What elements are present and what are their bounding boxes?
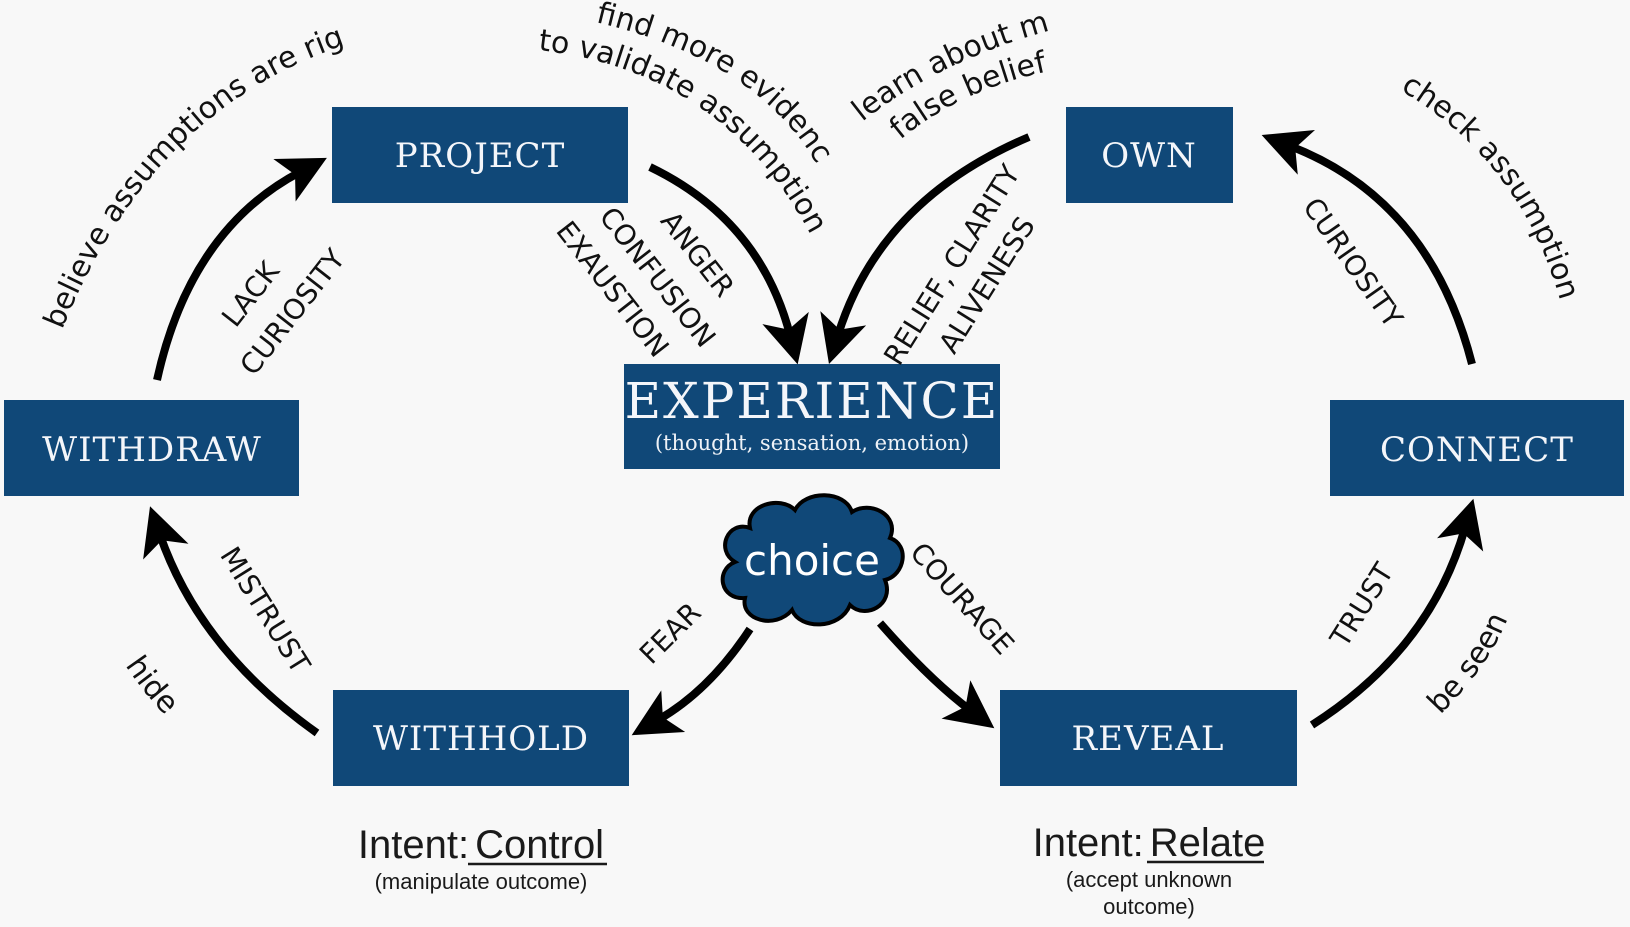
node-reveal: REVEAL bbox=[1000, 690, 1297, 786]
arrow-withdraw-to-project bbox=[153, 157, 327, 381]
node-withhold-label: WITHHOLD bbox=[373, 719, 589, 759]
intent-relate-prefix: Intent: bbox=[1033, 821, 1144, 865]
choice-cloud: choice bbox=[720, 493, 905, 627]
node-connect-label: CONNECT bbox=[1380, 430, 1574, 470]
node-experience-subtitle: (thought, sensation, emotion) bbox=[655, 431, 969, 455]
label-fear: FEAR bbox=[633, 596, 708, 671]
choice-label: choice bbox=[744, 536, 880, 585]
node-experience-label: EXPERIENCE bbox=[625, 372, 1000, 430]
arrow-own-to-experience bbox=[820, 133, 1031, 365]
node-own: OWN bbox=[1066, 107, 1233, 203]
label-trust: TRUST bbox=[1323, 556, 1401, 653]
arrow-choice-to-withhold bbox=[631, 626, 754, 736]
intent-relate-subtitle-1: (accept unknown bbox=[1066, 867, 1232, 892]
intent-control-word: Control bbox=[475, 823, 604, 867]
annotation-hide: hide bbox=[118, 650, 185, 721]
intent-control-subtitle: (manipulate outcome) bbox=[375, 869, 588, 894]
node-withhold: WITHHOLD bbox=[333, 690, 629, 786]
intent-relate-subtitle-2: outcome) bbox=[1103, 894, 1195, 919]
annotation-be-seen-text: be seen bbox=[1421, 607, 1516, 720]
annotation-be-seen: be seen bbox=[1421, 607, 1516, 720]
intent-control: Intent:Control (manipulate outcome) bbox=[358, 823, 607, 894]
node-connect: CONNECT bbox=[1330, 400, 1624, 496]
intent-relate-heading: Intent:Relate bbox=[1033, 821, 1266, 865]
annotation-hide-text: hide bbox=[118, 650, 185, 721]
arrow-connect-to-own bbox=[1261, 129, 1476, 365]
node-reveal-label: REVEAL bbox=[1072, 719, 1225, 759]
node-withdraw: WITHDRAW bbox=[4, 400, 299, 496]
intent-relate: Intent:Relate (accept unknown outcome) bbox=[1033, 821, 1266, 919]
cloud-shape bbox=[720, 493, 905, 627]
arrow-choice-to-reveal bbox=[876, 620, 995, 729]
node-project-label: PROJECT bbox=[395, 136, 566, 176]
arrow-project-to-experience bbox=[648, 163, 809, 365]
node-withdraw-label: WITHDRAW bbox=[42, 430, 262, 470]
arrow-withhold-to-withdraw bbox=[143, 506, 320, 737]
arrow-reveal-to-connect bbox=[1309, 498, 1484, 729]
node-project: PROJECT bbox=[332, 107, 628, 203]
intent-control-prefix: Intent: bbox=[358, 823, 469, 867]
label-courage: COURAGE bbox=[903, 536, 1020, 661]
intent-control-heading: Intent:Control bbox=[358, 823, 604, 867]
node-own-label: OWN bbox=[1101, 136, 1197, 176]
node-experience: EXPERIENCE (thought, sensation, emotion) bbox=[624, 364, 1000, 469]
intent-relate-word: Relate bbox=[1150, 821, 1266, 865]
